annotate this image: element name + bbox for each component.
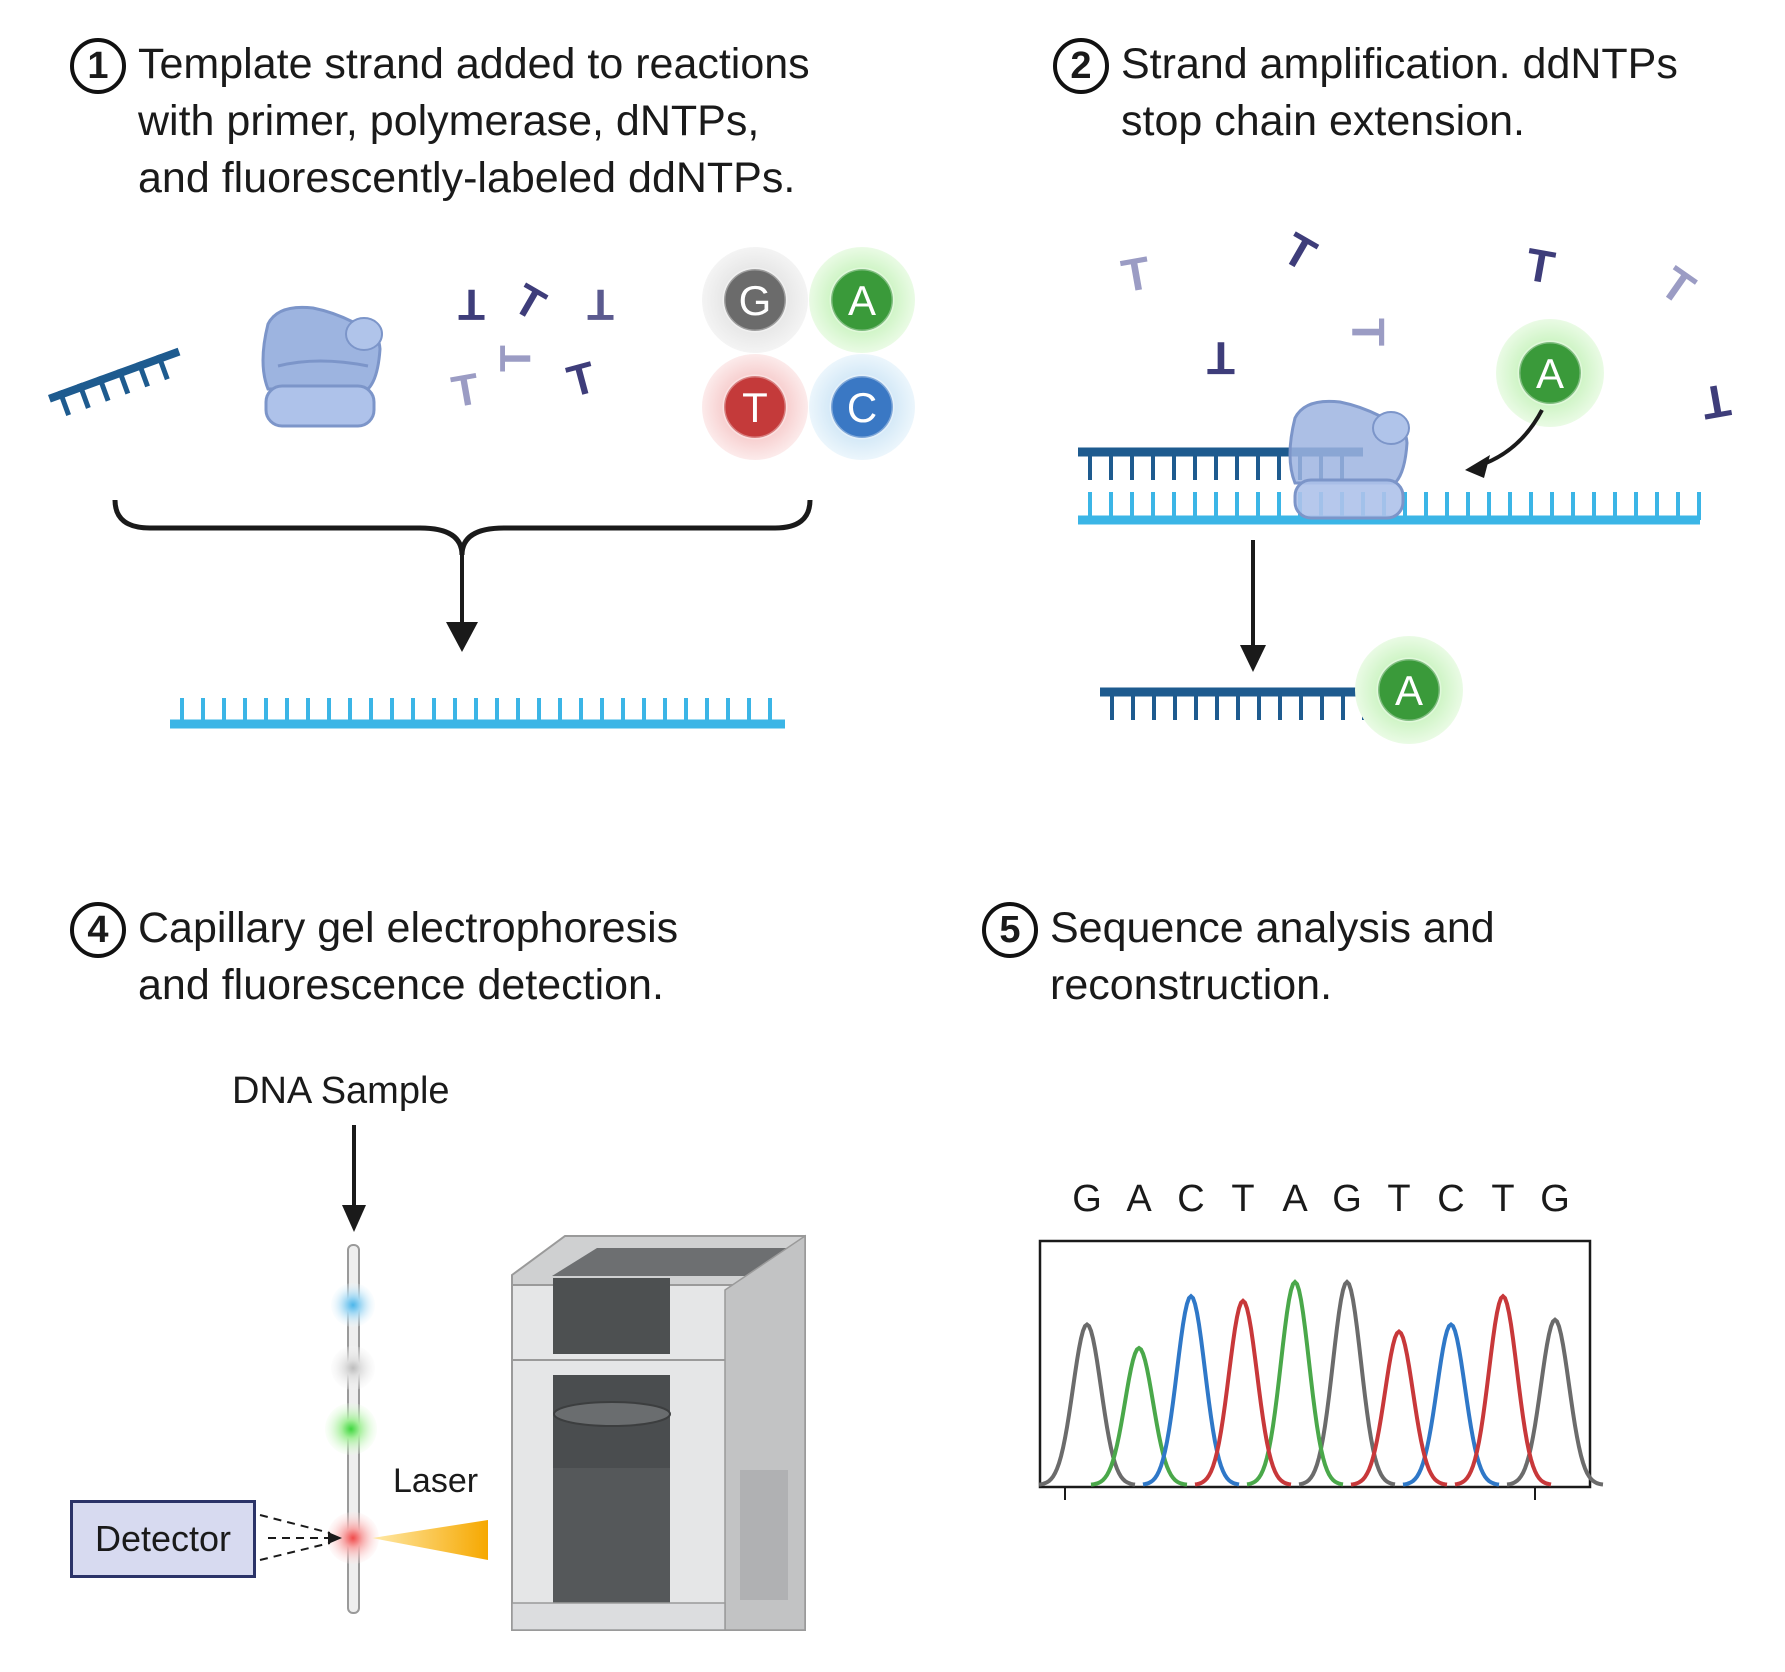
panel-4-title: 4 Capillary gel electrophoresis and fluo…	[70, 900, 678, 1014]
svg-text:T: T	[1522, 238, 1559, 294]
peak-g	[1506, 1317, 1604, 1487]
panel-1-line-1: Template strand added to reactions	[138, 40, 810, 88]
detector-box: Detector	[70, 1500, 256, 1578]
panel-4-line-1: Capillary gel electrophoresis	[138, 904, 679, 952]
svg-text:T: T	[1698, 374, 1735, 430]
incoming-ddntp-a: A	[1496, 319, 1604, 427]
svg-text:T: T	[491, 345, 540, 372]
template-strand-icon	[170, 698, 785, 729]
sequence-letter: T	[1231, 1178, 1255, 1220]
ddntp-g: G	[702, 247, 808, 353]
detector-label: Detector	[94, 1518, 232, 1559]
panel-2-line-1: Strand amplification. ddNTPs	[1121, 40, 1678, 88]
sequence-letter: T	[1387, 1178, 1411, 1220]
sequence-letter: T	[1491, 1178, 1515, 1220]
peak-c	[1402, 1321, 1500, 1487]
peak-c	[1142, 1293, 1240, 1487]
step-number-2: 2	[1053, 38, 1109, 94]
peak-g	[1038, 1321, 1136, 1487]
sequence-letter: C	[1437, 1178, 1465, 1220]
product-arrow-head	[1240, 645, 1266, 672]
incoming-arrow-head	[1465, 455, 1490, 478]
capillary-band-blue	[331, 1283, 375, 1327]
ddntp-t: T	[702, 354, 808, 460]
merge-bracket	[112, 499, 813, 556]
emission-dashes	[259, 1514, 331, 1561]
free-dntps-icon: T T T T T T T	[1118, 222, 1735, 430]
svg-text:T: T	[458, 280, 485, 329]
sequence-letter: A	[1126, 1178, 1152, 1220]
panel-5-line-2: reconstruction.	[1050, 961, 1333, 1009]
svg-text:T: T	[506, 275, 554, 331]
peak-a	[1090, 1345, 1188, 1487]
capillary-band-green	[325, 1403, 377, 1455]
emission-arrow-head	[328, 1532, 342, 1544]
capillary-band-red	[327, 1512, 379, 1564]
peak-t	[1454, 1293, 1552, 1487]
terminated-fragment-icon: A	[1100, 636, 1463, 744]
panel-1-title: 1 Template strand added to reactions wit…	[70, 36, 810, 207]
svg-text:T: T	[587, 280, 614, 329]
svg-text:T: T	[1275, 222, 1325, 281]
chromatogram-traces	[1038, 1279, 1604, 1487]
svg-text:T: T	[1118, 246, 1155, 302]
sequence-letter: C	[1177, 1178, 1205, 1220]
terminating-ddntp-letter: A	[1395, 667, 1423, 714]
ddntp-c-letter: C	[847, 384, 877, 431]
step-number-1: 1	[70, 38, 126, 94]
laser-beam	[372, 1520, 488, 1560]
polymerase-icon	[261, 305, 383, 428]
chromatogram-frame	[1038, 1239, 1592, 1489]
incoming-ddntp: A	[1496, 319, 1604, 427]
ddntp-a-letter: A	[848, 277, 876, 324]
svg-text:T: T	[1651, 256, 1704, 315]
sequence-letter: A	[1282, 1178, 1308, 1220]
panel-5-line-1: Sequence analysis and	[1050, 904, 1495, 952]
panel-2-title: 2 Strand amplification. ddNTPs stop chai…	[1053, 36, 1678, 150]
laser-label: Laser	[393, 1462, 479, 1500]
svg-text:T: T	[1207, 332, 1235, 384]
ddntp-g-letter: G	[739, 277, 772, 324]
sequence-letter: G	[1332, 1178, 1362, 1220]
peak-a	[1246, 1279, 1344, 1487]
svg-text:T: T	[1342, 318, 1394, 346]
sequence-letter: G	[1540, 1178, 1570, 1220]
dna-sample-label: DNA Sample	[232, 1070, 450, 1112]
svg-text:T: T	[448, 364, 483, 417]
sequencer-instrument-icon	[511, 1234, 806, 1631]
svg-text:T: T	[562, 353, 601, 407]
polymerase-on-strand-icon	[1288, 399, 1410, 520]
panel-2-line-2: stop chain extension.	[1121, 97, 1525, 145]
panel-5-title: 5 Sequence analysis and reconstruction.	[982, 900, 1495, 1014]
ddntp-t-letter: T	[742, 384, 768, 431]
step-number-4: 4	[70, 902, 126, 958]
step-number-5: 5	[982, 902, 1038, 958]
sequence-letter: G	[1072, 1178, 1102, 1220]
capillary-band-gray	[331, 1346, 375, 1390]
panel-4-line-2: and fluorescence detection.	[138, 961, 664, 1009]
dntp-cluster-icon: T T T T T T	[448, 275, 614, 418]
terminating-ddntp: A	[1355, 636, 1463, 744]
panel-1-line-3: and fluorescently-labeled ddNTPs.	[138, 154, 796, 202]
peak-t	[1350, 1329, 1448, 1487]
panel-1-line-2: with primer, polymerase, dNTPs,	[138, 97, 760, 145]
ddntp-c: C	[809, 354, 915, 460]
primer-strand-icon	[48, 347, 181, 417]
peak-g	[1298, 1279, 1396, 1487]
ddntp-cluster: G A T C	[702, 247, 915, 460]
sample-arrow-head	[342, 1205, 366, 1232]
merge-arrow-head	[446, 622, 478, 652]
peak-t	[1194, 1298, 1292, 1487]
incoming-ddntp-letter: A	[1536, 350, 1564, 397]
ddntp-a: A	[809, 247, 915, 353]
